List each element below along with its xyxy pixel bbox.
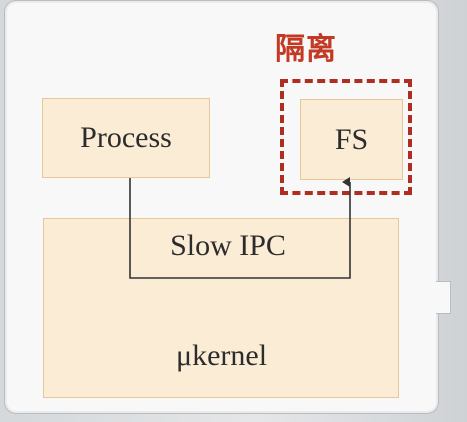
slow-ipc-label: Slow IPC [170,229,286,262]
microkernel-box [43,218,399,398]
fs-label: FS [334,122,369,156]
process-box: Process [42,98,210,178]
slide-edge-tab [436,281,451,314]
fs-box: FS [300,99,403,180]
ipc-path [129,177,351,279]
process-label: Process [80,121,172,154]
microkernel-label: μkernel [176,339,268,372]
isolation-boundary [280,79,412,195]
isolation-label: 隔离 [275,32,337,67]
